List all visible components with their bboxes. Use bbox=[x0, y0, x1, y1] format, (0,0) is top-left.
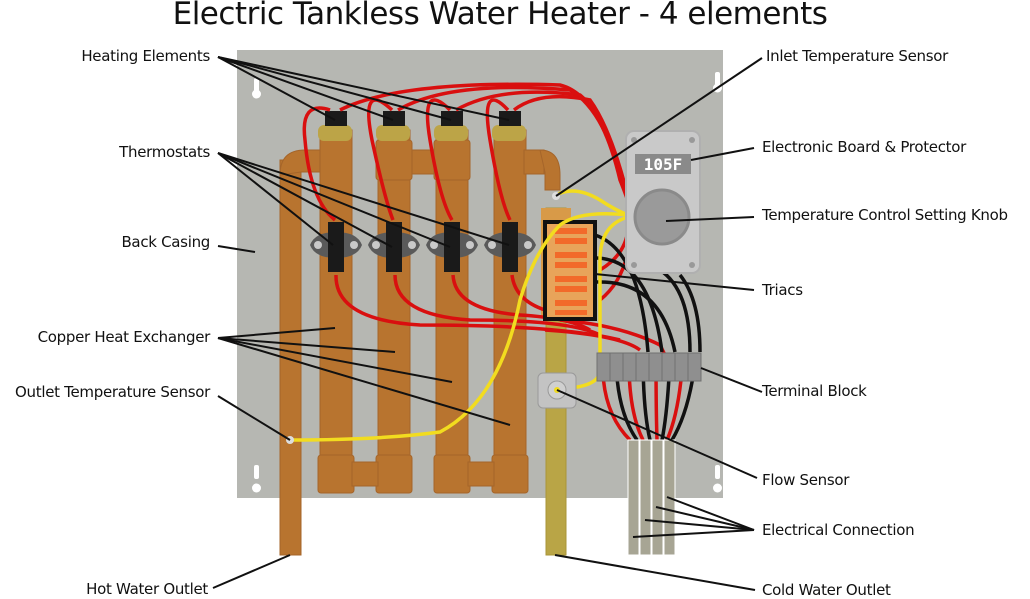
label-triacs: Triacs bbox=[762, 281, 803, 299]
keyhole-icon bbox=[252, 78, 261, 99]
label-cold-water-outlet: Cold Water Outlet bbox=[762, 581, 891, 599]
label-back-casing: Back Casing bbox=[121, 233, 210, 251]
red-wires bbox=[302, 82, 667, 356]
display-reading: 105F bbox=[644, 155, 683, 174]
keyhole-icon bbox=[713, 465, 722, 493]
thermostat bbox=[310, 222, 362, 272]
thermostat bbox=[368, 222, 420, 272]
label-heating-elements: Heating Elements bbox=[81, 47, 210, 65]
heating-element bbox=[376, 111, 410, 141]
label-thermostats: Thermostats bbox=[119, 143, 210, 161]
heating-element bbox=[318, 111, 352, 141]
label-inlet-temperature-sensor: Inlet Temperature Sensor bbox=[766, 47, 948, 65]
heating-element bbox=[492, 111, 526, 141]
label-temperature-knob: Temperature Control Setting Knob bbox=[762, 206, 1008, 224]
diagram-title: Electric Tankless Water Heater - 4 eleme… bbox=[172, 0, 828, 32]
heating-elements bbox=[318, 111, 526, 141]
terminal-block bbox=[596, 352, 702, 382]
label-hot-water-outlet: Hot Water Outlet bbox=[86, 580, 208, 598]
triacs bbox=[543, 220, 597, 321]
label-copper-heat-exchanger: Copper Heat Exchanger bbox=[37, 328, 211, 346]
thermostats bbox=[310, 222, 536, 272]
heating-element bbox=[434, 111, 468, 141]
label-outlet-temperature-sensor: Outlet Temperature Sensor bbox=[15, 383, 210, 401]
temperature-display bbox=[635, 154, 691, 174]
keyhole-icon bbox=[252, 465, 261, 493]
label-electrical-connection: Electrical Connection bbox=[762, 521, 915, 539]
label-electronic-board: Electronic Board & Protector bbox=[762, 138, 967, 156]
label-flow-sensor: Flow Sensor bbox=[762, 471, 850, 489]
label-terminal-block: Terminal Block bbox=[762, 382, 867, 400]
leader-lines bbox=[212, 56, 763, 591]
electronic-board bbox=[625, 130, 701, 274]
thermostat bbox=[484, 222, 536, 272]
temperature-knob bbox=[633, 188, 691, 246]
thermostat bbox=[426, 222, 478, 272]
